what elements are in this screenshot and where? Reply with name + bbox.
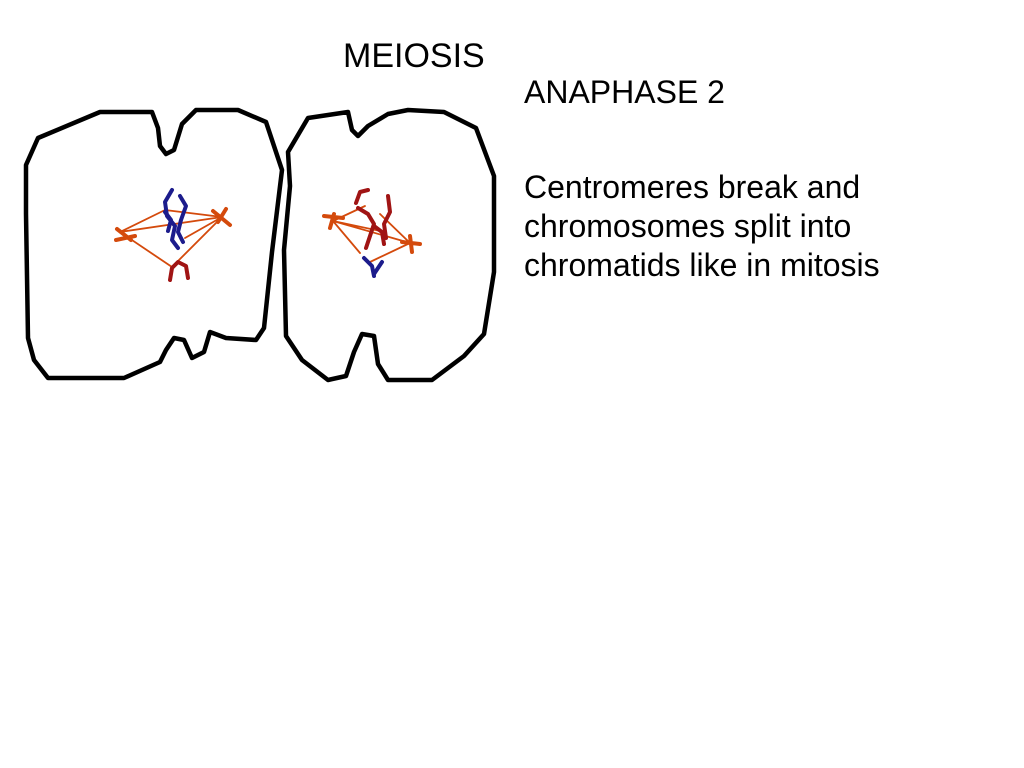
phase-label: ANAPHASE 2 [524, 74, 725, 110]
right-spindle [322, 205, 422, 263]
left-chromatids-blue [163, 188, 188, 250]
left-cell [23, 107, 285, 381]
right-cell [281, 107, 497, 383]
right-chromatids-red [354, 188, 392, 250]
left-spindle-pole-right [211, 207, 232, 227]
left-chromatid-red-1 [168, 260, 190, 282]
right-chromatid-red-3 [382, 194, 392, 240]
description-text: Centromeres break and chromosomes split … [524, 168, 1004, 285]
right-spindle-pole-left [322, 212, 345, 230]
right-cell-membrane [281, 107, 497, 383]
right-spindle-pole-right [400, 234, 422, 254]
right-chromatid-red-4 [372, 224, 386, 246]
left-chromatids-red [168, 260, 190, 282]
left-cell-membrane [23, 107, 285, 381]
description-line-3: chromatids like in mitosis [524, 247, 880, 283]
right-chromatid-red-1 [354, 188, 370, 205]
description-line-2: chromosomes split into [524, 208, 852, 244]
slide-title: MEIOSIS [343, 37, 485, 75]
left-chromatid-blue-2 [176, 194, 188, 244]
left-spindle-pole-left [114, 227, 137, 242]
right-chromatid-blue-2 [372, 260, 384, 276]
description-line-1: Centromeres break and [524, 169, 861, 205]
left-chromatid-blue-3 [163, 210, 173, 233]
right-chromatids-blue [362, 256, 384, 278]
